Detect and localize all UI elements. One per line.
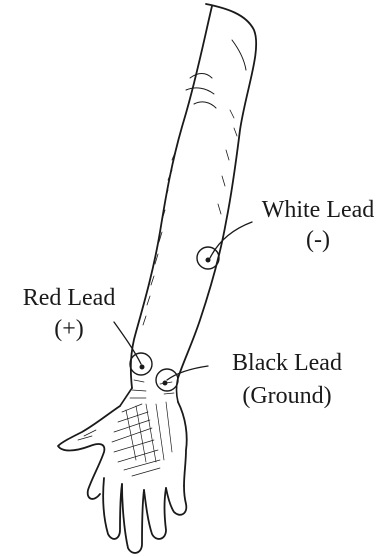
label-white-lead: White Lead (-) [262, 197, 375, 253]
finger-middle [122, 484, 144, 553]
black-lead-polarity: (Ground) [242, 383, 331, 409]
red-lead-polarity: (+) [54, 316, 84, 342]
electrode-white [197, 247, 219, 269]
label-black-lead: Black Lead (Ground) [232, 350, 342, 409]
electrodes [130, 247, 219, 391]
leader-line-white [210, 222, 252, 258]
red-lead-name: Red Lead [23, 285, 116, 311]
arm-outline-right [178, 4, 256, 378]
label-red-lead: Red Lead (+) [23, 285, 116, 342]
arm-illustration [58, 4, 256, 553]
finger-pinky [166, 486, 186, 515]
elbow-crease [186, 40, 246, 108]
finger-index [103, 478, 122, 539]
leader-line-black [167, 366, 208, 380]
black-lead-name: Black Lead [232, 350, 342, 376]
palm-hatching [78, 402, 172, 476]
forearm-shading [143, 110, 237, 325]
finger-ring [144, 488, 166, 539]
arm-outline-left [131, 6, 212, 388]
white-lead-polarity: (-) [306, 227, 330, 253]
white-lead-name: White Lead [262, 197, 375, 223]
